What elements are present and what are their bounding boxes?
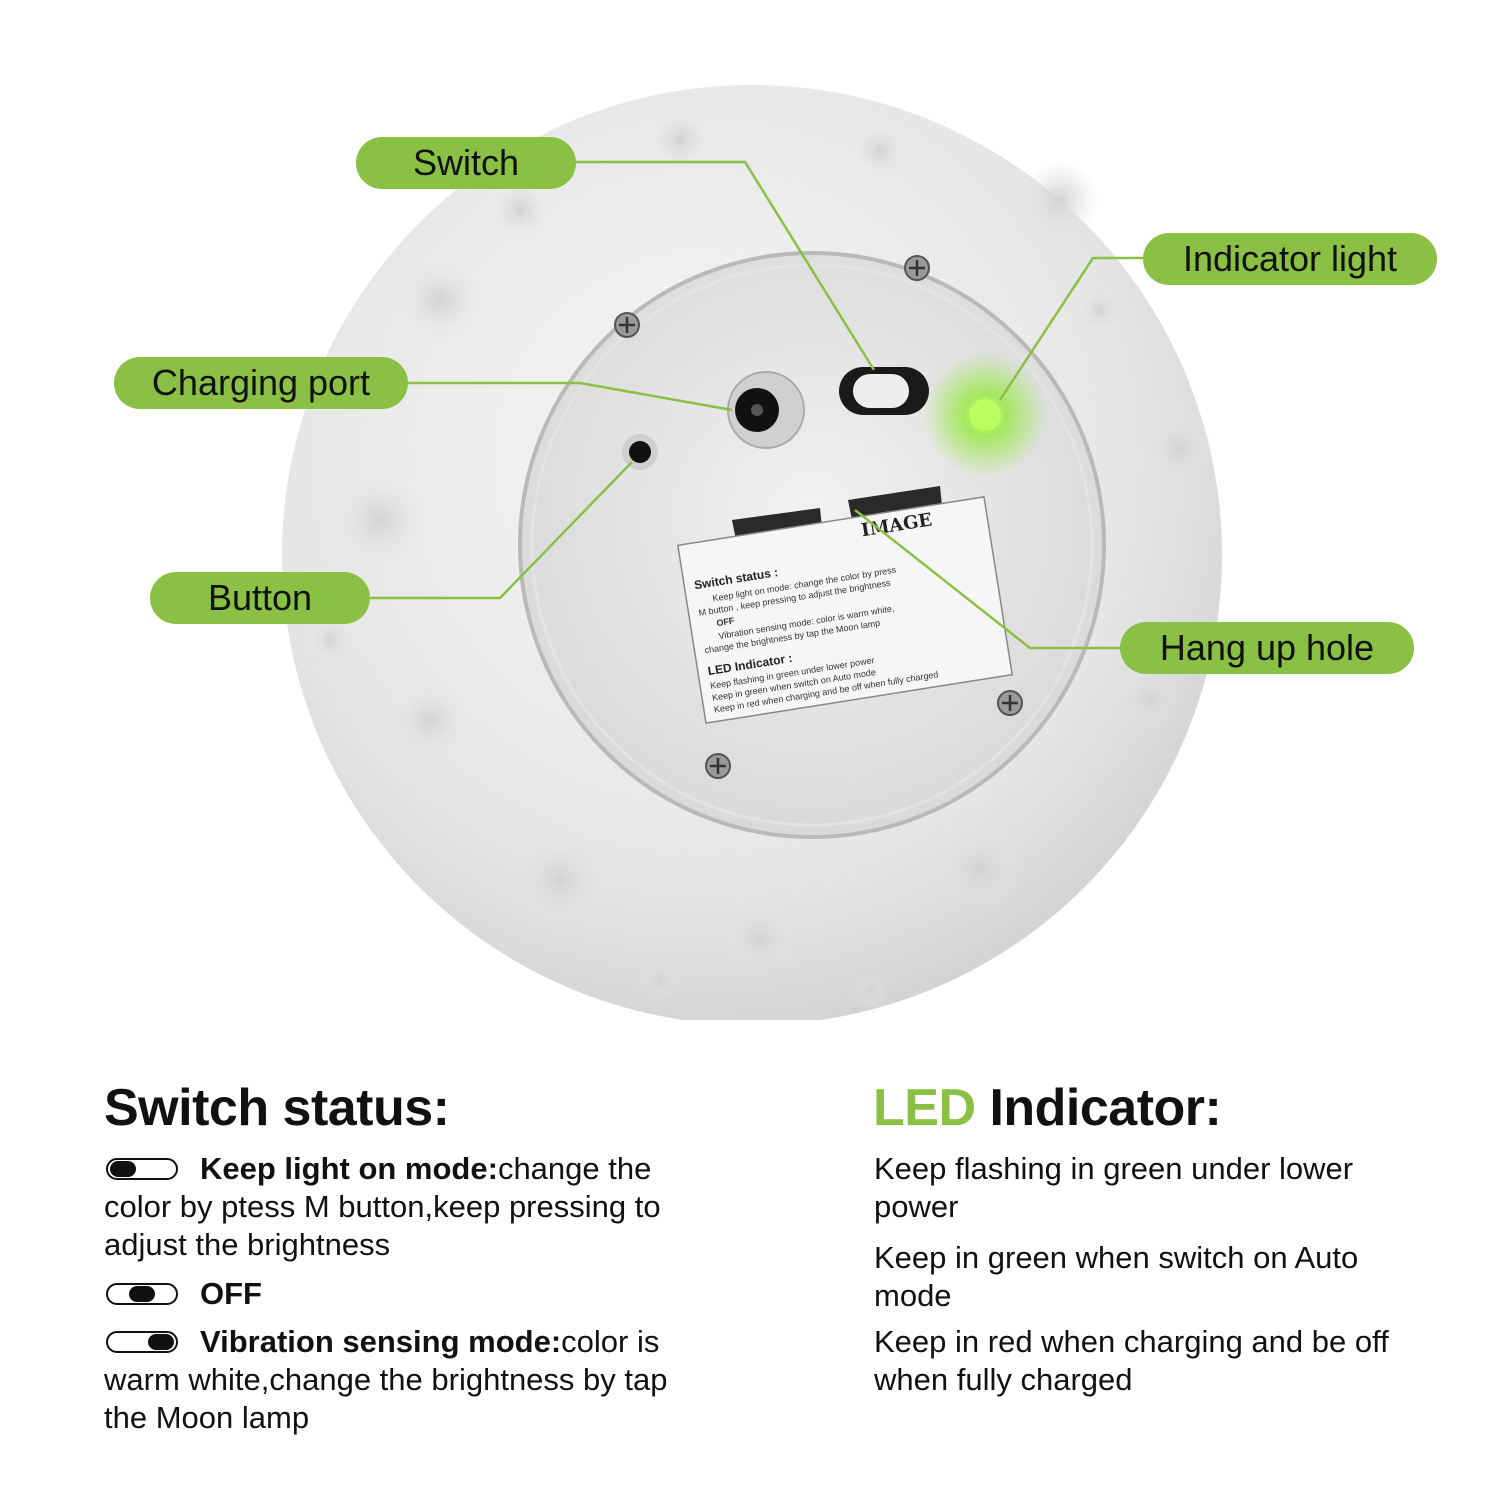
hang-up-slot-left bbox=[732, 508, 822, 540]
callout-button: Button bbox=[150, 572, 370, 624]
callout-charging-port: Charging port bbox=[114, 357, 408, 409]
led-title-rest: Indicator: bbox=[975, 1079, 1222, 1137]
mode-button bbox=[622, 434, 658, 470]
mode-name: Vibration sensing mode: bbox=[200, 1324, 562, 1359]
mode-name: Keep light on mode: bbox=[200, 1151, 498, 1186]
callout-indicator-light: Indicator light bbox=[1143, 233, 1437, 285]
screw-icon bbox=[904, 255, 930, 281]
moon-lamp-figure: IMAGE Switch status : Keep light on mode… bbox=[282, 85, 1222, 1020]
indicator-light-glow bbox=[923, 353, 1047, 477]
slide-switch bbox=[839, 367, 929, 415]
led-item: Keep in green when switch on Auto mode bbox=[874, 1240, 1359, 1313]
led-indicator-title: LED Indicator: bbox=[873, 1078, 1222, 1138]
toggle-left-icon bbox=[106, 1157, 178, 1180]
instruction-sticker: IMAGE Switch status : Keep light on mode… bbox=[676, 496, 1014, 724]
screw-icon bbox=[614, 312, 640, 338]
moon-craters bbox=[308, 110, 1214, 1008]
mode-description: color is warm white,change the brightnes… bbox=[104, 1324, 668, 1435]
switch-mode-vibration-sensing: Vibration sensing mode:color is warm whi… bbox=[104, 1323, 714, 1437]
switch-mode-off: OFF bbox=[104, 1275, 714, 1313]
screw-icon bbox=[705, 753, 731, 779]
hang-up-slot-right bbox=[848, 486, 942, 520]
mode-description: change the color by ptess M button,keep … bbox=[104, 1151, 661, 1262]
led-item: Keep flashing in green under lower power bbox=[874, 1151, 1354, 1224]
toggle-center-icon bbox=[106, 1282, 178, 1305]
switch-status-title: Switch status: bbox=[104, 1079, 450, 1137]
callout-hang-up-hole: Hang up hole bbox=[1120, 622, 1414, 674]
led-item: Keep in red when charging and be off whe… bbox=[874, 1324, 1389, 1397]
led-title-accent: LED bbox=[873, 1079, 976, 1137]
screw-icon bbox=[997, 690, 1023, 716]
leader-lines bbox=[370, 160, 1143, 650]
switch-mode-keep-light-on: Keep light on mode:change the color by p… bbox=[104, 1150, 714, 1264]
mode-name: OFF bbox=[200, 1276, 262, 1311]
callout-switch: Switch bbox=[356, 137, 576, 189]
toggle-right-icon bbox=[106, 1330, 178, 1353]
sticker-line: OFF bbox=[716, 615, 736, 628]
charging-port bbox=[727, 371, 805, 449]
